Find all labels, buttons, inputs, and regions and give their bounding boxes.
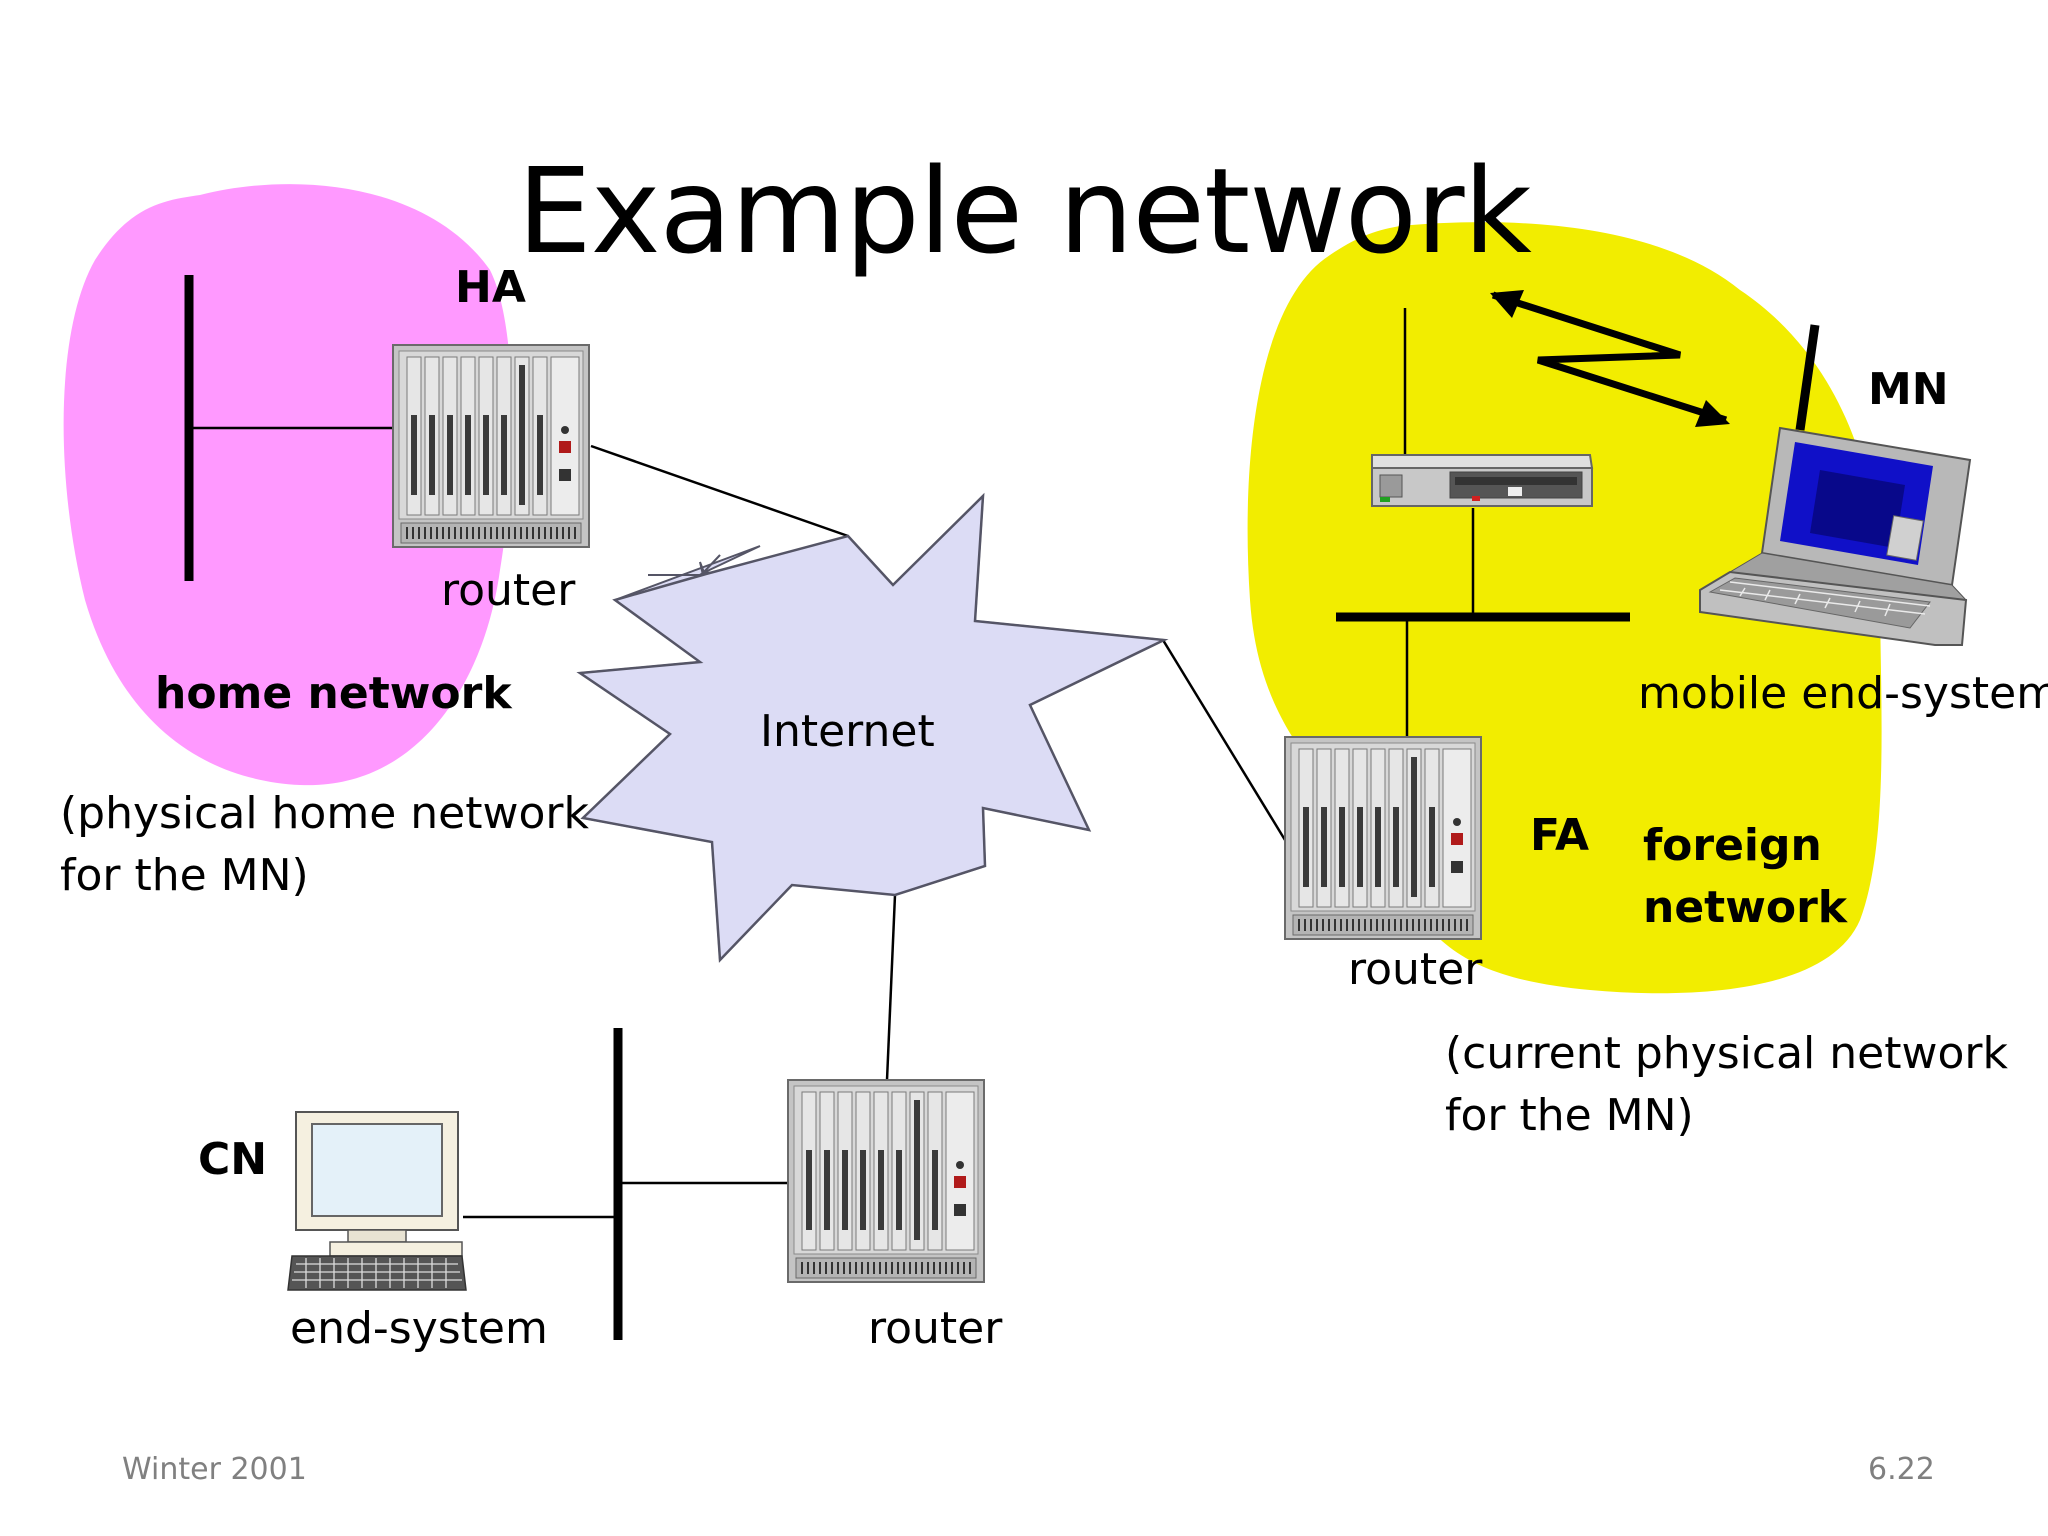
desktop-computer-icon — [287, 1111, 467, 1291]
foreign-note-line1: (current physical network — [1445, 1028, 2008, 1079]
mobile-end-system-label: mobile end-system — [1638, 668, 2048, 719]
slide-title: Example network — [517, 142, 1532, 280]
home-network-label: home network — [155, 668, 512, 719]
home-router-icon — [392, 344, 590, 548]
ha-label: HA — [455, 262, 526, 313]
foreign-router-icon — [1284, 736, 1482, 940]
footer-page-number: 6.22 — [1868, 1452, 1935, 1487]
foreign-network-line1: foreign — [1643, 820, 1822, 871]
mn-label: MN — [1868, 364, 1949, 415]
cn-label: CN — [198, 1134, 268, 1185]
foreign-network-line2: network — [1643, 882, 1848, 933]
cn-router-label: router — [868, 1303, 1003, 1354]
fa-label: FA — [1530, 810, 1590, 861]
home-note-line2: for the MN) — [60, 850, 309, 901]
laptop-icon — [1699, 426, 1972, 646]
wireless-access-point-icon — [1371, 454, 1594, 507]
wireless-link-arrow-icon — [1490, 290, 1730, 427]
end-system-label: end-system — [290, 1303, 548, 1354]
footer-left: Winter 2001 — [122, 1452, 307, 1487]
cn-router-icon — [787, 1079, 985, 1283]
home-note-line1: (physical home network — [60, 788, 589, 839]
connection-lines — [190, 308, 1475, 1219]
home-router-label: router — [441, 565, 576, 616]
internet-label: Internet — [760, 706, 935, 757]
home-network-region — [63, 184, 512, 786]
foreign-router-label: router — [1348, 944, 1483, 995]
foreign-note-line2: for the MN) — [1445, 1090, 1694, 1141]
network-bus-lines — [184, 275, 1820, 1340]
